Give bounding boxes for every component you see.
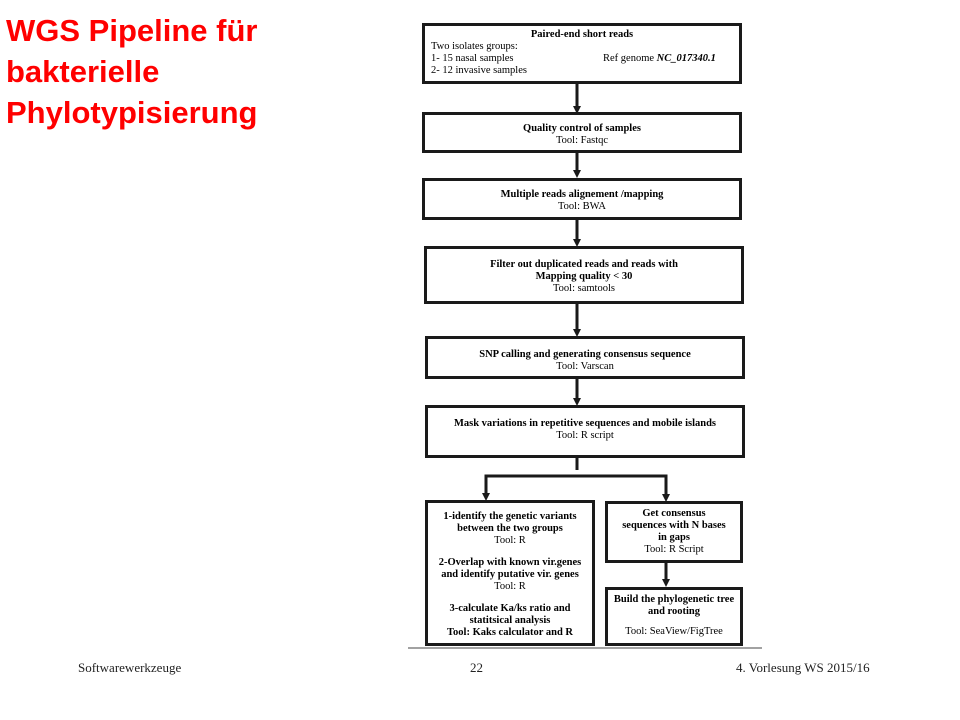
step4-tool: Tool: samtools	[553, 283, 615, 294]
branch-split	[484, 474, 668, 492]
right-top-l1: Get consensus	[642, 508, 706, 519]
footer-course: Softwarewerkzeuge	[78, 660, 182, 675]
left-b2: and identify putative vir. genes	[441, 569, 579, 580]
left-b1: 2-Overlap with known vir.genes	[438, 557, 582, 568]
right-bottom-l2: and rooting	[647, 606, 701, 617]
step1-line1: Two isolates groups:	[431, 41, 518, 52]
step1-ref-label: Ref genome	[603, 53, 655, 64]
step4-heading-1: Filter out duplicated reads and reads wi…	[490, 259, 678, 270]
step2-heading: Quality control of samples	[523, 123, 641, 134]
left-c1: 3-calculate Ka/ks ratio and	[449, 603, 571, 614]
left-a-tool: Tool: R	[494, 535, 526, 546]
step-variant-analysis: 1-identify the genetic variants between …	[425, 500, 595, 646]
left-c-tool: Tool: Kaks calculator and R	[446, 627, 574, 638]
right-top-l3: in gaps	[658, 532, 690, 543]
step1-ref: Ref genome NC_017340.1	[603, 53, 716, 65]
step5-heading: SNP calling and generating consensus seq…	[479, 349, 691, 360]
step2-tool: Tool: Fastqc	[555, 135, 609, 146]
step1-ref-value: NC_017340.1	[656, 53, 716, 64]
slide-title: WGS Pipeline für bakterielle Phylotypisi…	[6, 10, 336, 133]
step-snp-calling: SNP calling and generating consensus seq…	[425, 336, 745, 379]
step4-heading-2: Mapping quality < 30	[535, 271, 633, 282]
left-b-tool: Tool: R	[494, 581, 526, 592]
step-filter-reads: Filter out duplicated reads and reads wi…	[424, 246, 744, 304]
right-bottom-tool: Tool: SeaView/FigTree	[625, 626, 723, 637]
step1-heading: Paired-end short reads	[530, 29, 634, 40]
step-quality-control: Quality control of samples Tool: Fastqc	[422, 112, 742, 153]
left-c2: statitsical analysis	[469, 615, 551, 626]
step-paired-end-reads: Paired-end short reads Two isolates grou…	[422, 23, 742, 84]
left-a2: between the two groups	[457, 523, 563, 534]
step-phylogenetic-tree: Build the phylogenetic tree and rooting …	[605, 587, 743, 646]
footer-lecture: 4. Vorlesung WS 2015/16	[736, 660, 870, 675]
right-top-l2: sequences with N bases	[622, 520, 726, 531]
step3-heading: Multiple reads alignement /mapping	[500, 189, 664, 200]
step1-line3: 2- 12 invasive samples	[431, 65, 527, 76]
title-line-1: WGS Pipeline für	[6, 13, 258, 48]
step1-line2: 1- 15 nasal samples Ref genome NC_017340…	[431, 53, 733, 65]
step-alignment: Multiple reads alignement /mapping Tool:…	[422, 178, 742, 220]
footer-page-number: 22	[470, 660, 483, 675]
step6-tool: Tool: R script	[556, 430, 614, 441]
right-top-tool: Tool: R Script	[644, 544, 704, 555]
step-mask-variations: Mask variations in repetitive sequences …	[425, 405, 745, 458]
right-bottom-l1: Build the phylogenetic tree	[613, 594, 735, 605]
step3-tool: Tool: BWA	[558, 201, 606, 212]
step1-nasal: 1- 15 nasal samples	[431, 53, 514, 64]
step6-heading: Mask variations in repetitive sequences …	[453, 418, 717, 429]
step5-tool: Tool: Varscan	[556, 361, 614, 372]
left-a1: 1-identify the genetic variants	[443, 511, 577, 522]
title-line-3: Phylotypisierung	[6, 95, 258, 130]
step-consensus-sequences: Get consensus sequences with N bases in …	[605, 501, 743, 563]
title-line-2: bakterielle	[6, 54, 160, 89]
